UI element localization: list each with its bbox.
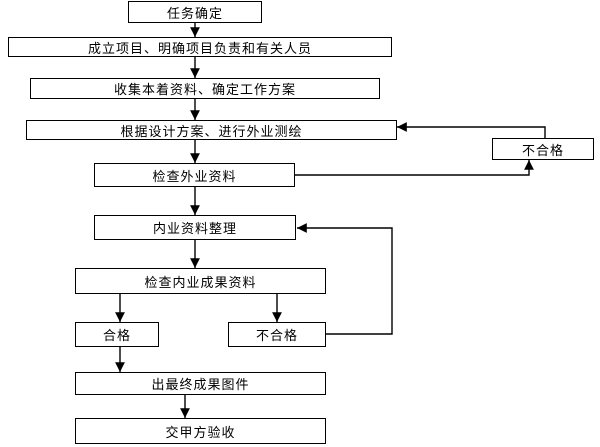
node-qualified: 合格 [75, 322, 159, 347]
node-unqualified-1: 不合格 [492, 138, 594, 160]
arrow-check-field-to-unqualified [295, 160, 534, 176]
node-final: 出最终成果图件 [75, 372, 326, 395]
arrow-unqualified2-to-office [297, 223, 393, 335]
node-check-field: 检查外业资料 [94, 163, 295, 187]
node-office-data: 内业资料整理 [94, 215, 296, 240]
arrow-unqualified-to-survey [397, 122, 546, 138]
node-survey: 根据设计方案、进行外业测绘 [26, 120, 397, 140]
node-setup: 成立项目、明确项目负责和有关人员 [8, 37, 392, 57]
node-delivery: 交甲方验收 [75, 418, 326, 444]
node-unqualified-2: 不合格 [228, 322, 326, 347]
node-task: 任务确定 [128, 1, 262, 23]
node-check-office: 检查内业成果资料 [75, 268, 326, 294]
node-collect: 收集本着资料、确定工作方案 [30, 78, 380, 99]
